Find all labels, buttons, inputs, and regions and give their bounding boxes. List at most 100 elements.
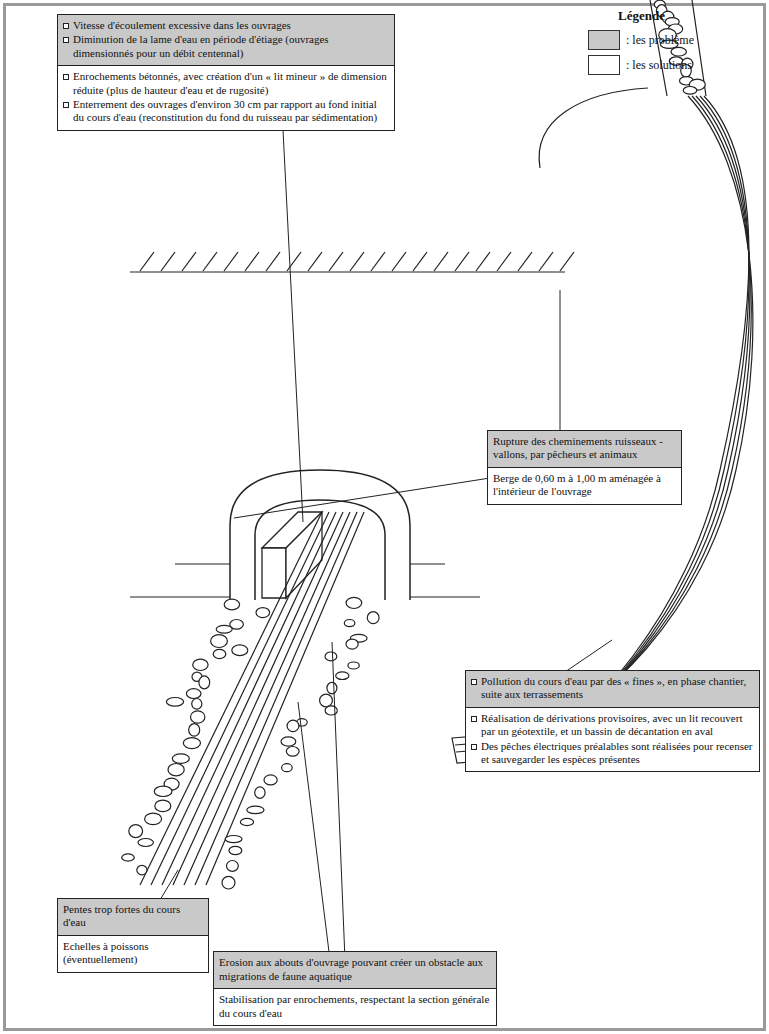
problem-text: Pentes trop fortes du cours d'eau (63, 903, 203, 930)
rock (216, 625, 232, 633)
rock (222, 876, 235, 889)
rock (137, 865, 147, 874)
hill-contour (539, 88, 648, 168)
stream-line (151, 512, 329, 885)
rock (227, 861, 239, 872)
rock (189, 724, 200, 736)
hatch-stroke (203, 252, 217, 271)
solution-band: Stabilisation par enrochements, respecta… (214, 989, 496, 1025)
stream-line (195, 512, 357, 885)
rock (232, 645, 248, 656)
callout-box: Rupture des cheminements ruisseaux - val… (487, 430, 682, 505)
rock (344, 620, 355, 627)
problem-band: Pollution du cours d'eau par des « fines… (466, 671, 759, 708)
stream-curve-line (520, 96, 749, 754)
problem-text: Pollution du cours d'eau par des « fines… (471, 675, 754, 702)
hatch-stroke (161, 252, 175, 271)
rock (183, 738, 200, 749)
rock (327, 682, 337, 694)
rock (336, 672, 349, 680)
hatch-stroke (245, 252, 259, 271)
rock (138, 839, 153, 847)
rock (154, 786, 172, 796)
hatch-stroke (518, 252, 532, 271)
rock (122, 854, 135, 861)
road-lines (410, 563, 445, 564)
rock (247, 806, 264, 814)
rock (264, 775, 277, 785)
solution-text: Stabilisation par enrochements, respecta… (219, 993, 491, 1020)
rock (145, 813, 162, 824)
rock (325, 652, 337, 661)
legend-text: : les problème (626, 33, 694, 48)
solution-text: Enrochements bétonnés, avec création d'u… (63, 70, 389, 97)
legend-swatch (588, 55, 620, 75)
rock (191, 711, 205, 723)
road-lines (130, 596, 230, 597)
ground-line (130, 271, 565, 272)
problem-text: Vitesse d'écoulement excessive dans les … (63, 19, 389, 32)
rock (225, 836, 242, 843)
hatch-stroke (329, 252, 343, 271)
rock (168, 764, 184, 776)
rock (320, 694, 333, 707)
solution-band: Echelles à poissons (éventuellement) (58, 936, 208, 972)
hatch-stroke (560, 252, 574, 271)
bank-block (262, 512, 322, 598)
stream-line (184, 512, 350, 885)
problem-text: Rupture des cheminements ruisseaux - val… (493, 435, 676, 462)
problem-text: Erosion aux abouts d'ouvrage pouvant cré… (219, 956, 491, 983)
leader-lines (160, 130, 612, 960)
rock (166, 698, 183, 707)
rock (224, 599, 239, 610)
solution-band: Berge de 0,60 m à 1,00 m aménagée à l'in… (488, 468, 681, 504)
rock (671, 47, 686, 56)
rock (255, 787, 265, 798)
hatch-stroke (455, 252, 469, 271)
outer-frame (3, 3, 766, 1031)
hatch-stroke (266, 252, 280, 271)
callout-box: Vitesse d'écoulement excessive dans les … (57, 14, 395, 131)
road-lines (410, 596, 480, 597)
rock (240, 818, 253, 825)
stream-line (206, 512, 364, 885)
leader-lines (298, 702, 330, 960)
hatch-stroke (224, 252, 238, 271)
leader-lines (560, 290, 561, 432)
stream-curve-line (520, 96, 753, 738)
rock (172, 754, 189, 763)
ground-hatching (140, 252, 574, 271)
callout-box: Pollution du cours d'eau par des « fines… (465, 670, 760, 772)
solution-band: Enrochements bétonnés, avec création d'u… (58, 66, 394, 130)
stream-curve-line (520, 96, 750, 746)
rock (256, 608, 270, 618)
legend-row: : les problème (588, 30, 760, 50)
leader-lines (283, 130, 303, 522)
stream-line (162, 512, 336, 885)
rock (367, 612, 379, 624)
leader-lines (160, 870, 178, 900)
rock (193, 659, 208, 670)
leader-lines (565, 640, 612, 672)
problem-band: Erosion aux abouts d'ouvrage pouvant cré… (214, 952, 496, 989)
problem-band: Pentes trop fortes du cours d'eau (58, 899, 208, 936)
solution-text: Des pêches électriques préalables sont r… (471, 740, 754, 767)
stream-line (173, 512, 343, 885)
problem-band: Vitesse d'écoulement excessive dans les … (58, 15, 394, 66)
hatch-stroke (476, 252, 490, 271)
rock (213, 649, 226, 658)
hatch-stroke (182, 252, 196, 271)
hatch-stroke (539, 252, 553, 271)
rock (346, 597, 362, 608)
rock (186, 689, 201, 699)
rock (229, 846, 242, 854)
problem-text: Diminution de la lame d'eau en période d… (63, 33, 389, 60)
hatch-stroke (140, 252, 154, 271)
rock (683, 87, 697, 95)
legend-title: Légende (618, 8, 760, 24)
rock (287, 720, 299, 731)
solution-text: Enterrement des ouvrages d'environ 30 cm… (63, 98, 389, 125)
legend-swatch (588, 30, 620, 50)
road-lines (175, 563, 230, 564)
